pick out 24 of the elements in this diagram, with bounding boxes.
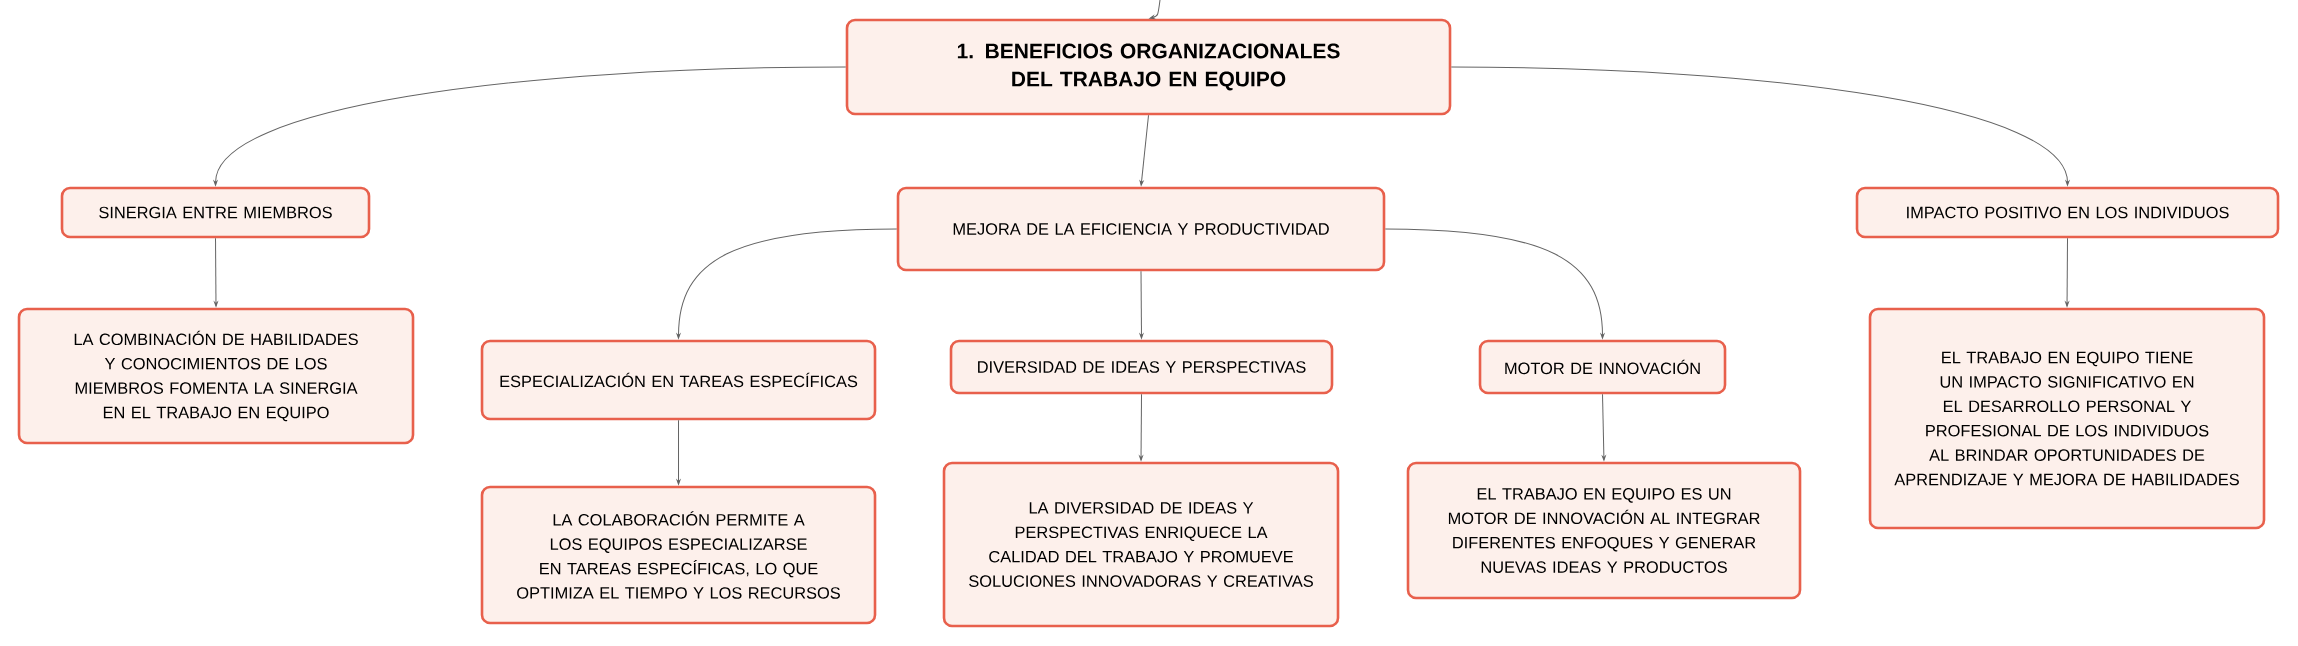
- connector: [214, 237, 218, 307]
- connector: [213, 66, 847, 186]
- connector: [1149, 0, 1161, 20]
- topic-box: DIVERSIDAD DE IDEAS Y PERSPECTIVAS: [949, 339, 1334, 395]
- connector: [1450, 66, 2070, 186]
- connector: [1139, 114, 1149, 186]
- description-box: EL TRABAJO EN EQUIPO TIENE UN IMPACTO SIGNIFICATIVO EN EL DESARROLLO PERSONAL Y PROFESIONAL DE LOS INDIVIDUOS AL BRINDAR OPORTUNIDADES DE APRENDIZAJE Y MEJORA DE HABILIDADES: [1868, 307, 2266, 530]
- description-box: LA COMBINACIÓN DE HABILIDADES Y CONOCIMIENTOS DE LOS MIEMBROS FOMENTA LA SINERGIA EN EL TRABAJO EN EQUIPO: [17, 307, 415, 445]
- connector: [676, 419, 681, 485]
- connector: [1384, 228, 1605, 339]
- topic-box: MEJORA DE LA EFICIENCIA Y PRODUCTIVIDAD: [896, 186, 1386, 272]
- connector: [1139, 270, 1144, 339]
- topic-box: ESPECIALIZACIÓN EN TAREAS ESPECÍFICAS: [480, 339, 877, 421]
- connector: [1602, 393, 1606, 461]
- connector: [2065, 237, 2069, 307]
- description-box: EL TRABAJO EN EQUIPO ES UN MOTOR DE INNOVACIÓN AL INTEGRAR DIFERENTES ENFOQUES Y GENERAR NUEVAS IDEAS Y PRODUCTOS: [1406, 461, 1802, 600]
- description-box: LA DIVERSIDAD DE IDEAS Y PERSPECTIVAS ENRIQUECE LA CALIDAD DEL TRABAJO Y PROMUEVE SOLUCIONES INNOVADORAS Y CREATIVAS: [942, 461, 1340, 628]
- topic-box: IMPACTO POSITIVO EN LOS INDIVIDUOS: [1855, 186, 2280, 239]
- description-box: LA COLABORACIÓN PERMITE A LOS EQUIPOS ESPECIALIZARSE EN TAREAS ESPECÍFICAS, LO QUE OPTIMIZA EL TIEMPO Y LOS RECURSOS: [480, 485, 877, 625]
- topic-box: 1. BENEFICIOS ORGANIZACIONALES DEL TRABAJO EN EQUIPO: [845, 18, 1452, 116]
- connector: [1139, 393, 1143, 461]
- topic-box: SINERGIA ENTRE MIEMBROS: [60, 186, 371, 239]
- connector: [676, 228, 898, 339]
- topic-box: MOTOR DE INNOVACIÓN: [1478, 339, 1727, 395]
